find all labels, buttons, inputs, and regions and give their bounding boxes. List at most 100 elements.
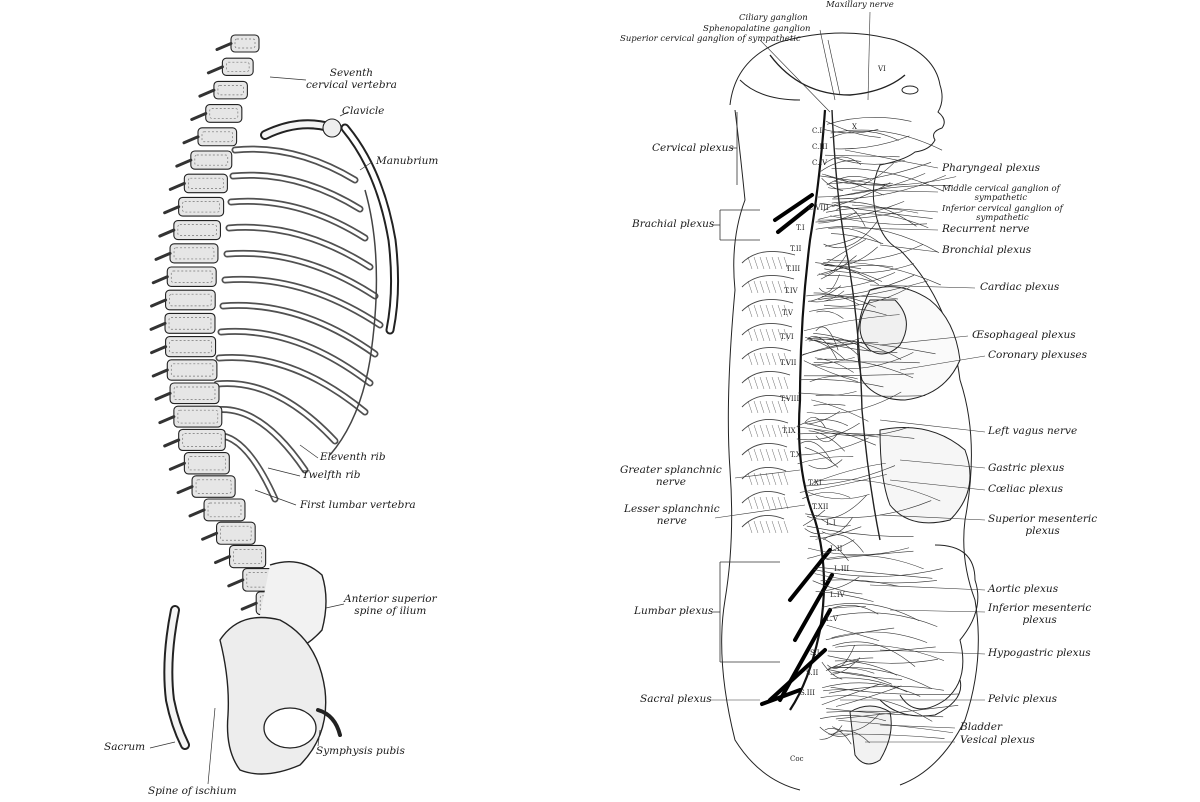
nerve-branch xyxy=(816,566,933,579)
mark-s3: S.III xyxy=(800,689,816,697)
nerve-branch xyxy=(825,236,859,247)
nerve-branch xyxy=(817,211,903,221)
nerve-branch xyxy=(811,399,869,422)
nerve-branch xyxy=(802,509,826,527)
mark-t7: T.VII xyxy=(780,359,797,367)
nerve-branch xyxy=(830,686,960,695)
nerve-branch xyxy=(827,646,936,652)
label-hypogastric-plexus: Hypogastric plexus xyxy=(988,647,1091,659)
nerve-branch xyxy=(805,500,932,519)
nerve-branch xyxy=(808,338,902,361)
nerve-branch xyxy=(808,290,845,303)
rib-outline xyxy=(741,274,795,288)
nerve-branch xyxy=(831,233,884,245)
nerve-branch xyxy=(824,576,860,591)
nerve-branch xyxy=(820,160,862,172)
label-inferior-mesenteric-plexus: Inferior mesenteric plexus xyxy=(988,602,1092,626)
label-eleventh-rib: Eleventh rib xyxy=(320,451,386,463)
nerve-branch xyxy=(834,176,957,186)
nerve-branch xyxy=(797,437,869,456)
mark-t12: T.XII xyxy=(812,503,829,511)
nerve-branch xyxy=(807,337,936,355)
nerve-branch xyxy=(805,465,896,487)
nerve-branch xyxy=(807,547,910,556)
label-aortic-plexus: Aortic plexus xyxy=(988,583,1059,595)
label-greater-splanchnic-nerve: Greater splanchnic nerve xyxy=(620,464,722,488)
nerve-branch xyxy=(835,135,910,150)
nerve-branch xyxy=(832,713,880,732)
nerve-branch xyxy=(818,274,840,293)
rib-outline xyxy=(741,466,787,480)
nerve-branch xyxy=(815,433,838,443)
nerve-branch xyxy=(833,660,860,668)
mark-l3: L.III xyxy=(834,565,850,573)
nerve-branch xyxy=(814,357,854,373)
nerve-branch xyxy=(827,668,903,680)
nerve-branch xyxy=(823,219,879,248)
mark-l4: L.IV xyxy=(830,591,845,599)
nerve-branch xyxy=(825,174,893,185)
nerve-branch xyxy=(815,201,905,223)
nerve-branch xyxy=(823,156,862,165)
nerve-branch xyxy=(797,432,915,439)
nerve-branch xyxy=(832,667,933,690)
nerve-branch xyxy=(814,573,937,584)
nerve-branch xyxy=(818,213,929,229)
label-left-vagus-nerve: Left vagus nerve xyxy=(988,425,1078,437)
nerve-branch xyxy=(815,226,940,253)
label-bladder: Bladder xyxy=(960,721,1003,733)
rib-outlines xyxy=(741,250,796,534)
heart xyxy=(859,299,907,355)
torso-outline xyxy=(721,109,801,791)
nerve-branch xyxy=(823,261,941,286)
label-maxillary-nerve: Maxillary nerve xyxy=(826,0,894,10)
nerve-branch xyxy=(823,689,864,692)
nerve-branch xyxy=(824,154,900,158)
nerve-branch xyxy=(827,655,938,664)
nerve-branch xyxy=(822,201,856,212)
nerve-branch xyxy=(827,162,894,190)
nerve-branch xyxy=(812,352,914,370)
nerve-branch xyxy=(807,494,867,520)
rib-outline xyxy=(741,250,796,264)
nerve-roots xyxy=(760,193,834,706)
mark-coc: Coc xyxy=(790,755,804,763)
nerve-branch xyxy=(827,644,855,669)
rib-outline xyxy=(741,346,792,360)
nerve-branch xyxy=(825,207,919,214)
nerve-branch xyxy=(824,275,873,282)
label-anterior-superior-spine: Anterior superior spine of ilium xyxy=(344,593,437,617)
nerve-branch xyxy=(813,479,941,502)
nerve-branch xyxy=(819,725,843,740)
nerve-branch xyxy=(831,631,928,643)
nerve-branch xyxy=(802,492,851,500)
nerve-branch xyxy=(820,695,933,722)
nerve-branch xyxy=(825,657,874,672)
nerve-branch xyxy=(804,422,876,446)
nerve-branch xyxy=(819,726,851,737)
label-vesical-plexus: Vesical plexus xyxy=(960,734,1035,746)
label-sacrum: Sacrum xyxy=(104,741,146,753)
nerve-branch xyxy=(804,416,826,429)
nerve-branch xyxy=(820,518,851,527)
label-brackets xyxy=(713,112,780,663)
nerve-branch xyxy=(835,685,902,707)
nerve-branch xyxy=(807,539,855,559)
plexus-branches xyxy=(796,117,960,745)
label-sphenopalatine-ganglion: Sphenopalatine ganglion xyxy=(703,24,811,34)
nerve-branch xyxy=(825,264,879,285)
nerve-branch xyxy=(824,280,928,302)
label-brachial-plexus: Brachial plexus xyxy=(632,218,715,230)
nerve-branch xyxy=(826,175,872,186)
mark-c3: C.III xyxy=(812,143,828,151)
intestines xyxy=(899,544,979,710)
rib-outline xyxy=(741,370,791,384)
nerve-branch xyxy=(809,536,849,562)
label-oesophageal-plexus: Œsophageal plexus xyxy=(972,329,1076,341)
label-bronchial-plexus: Bronchial plexus xyxy=(942,244,1032,256)
nerve-branch xyxy=(830,129,943,151)
nerve-branch xyxy=(831,168,945,192)
nerve-branch xyxy=(808,459,843,470)
nerve-branch xyxy=(804,336,862,344)
